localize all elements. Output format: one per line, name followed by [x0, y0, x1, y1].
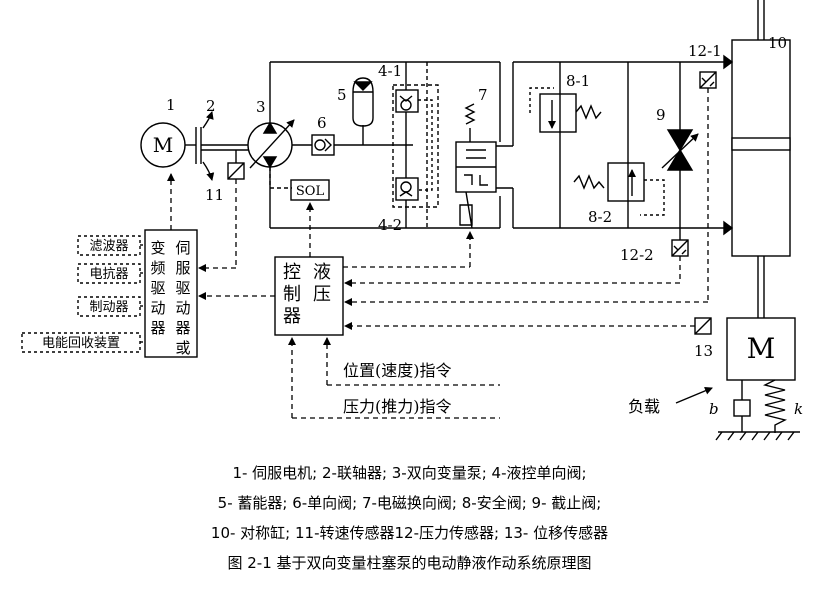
- reactor-label: 电抗器: [89, 267, 128, 282]
- ctrl-char: 压: [313, 284, 331, 305]
- label-12-1: 12-1: [688, 42, 722, 60]
- motor-letter: M: [153, 133, 173, 157]
- ctrl-char: 控: [283, 262, 301, 283]
- sol-label: SOL: [296, 184, 325, 199]
- label-9: 9: [656, 106, 666, 124]
- vfd-char: 频: [150, 259, 165, 277]
- servo-drive-char: 器: [175, 319, 190, 337]
- reactor-box: [77, 263, 141, 284]
- label-12-2: 12-2: [620, 246, 654, 264]
- vfd-char: 器: [150, 319, 165, 337]
- filter-box: [77, 235, 141, 256]
- brake-box: [77, 296, 141, 317]
- ctrl-char: 液: [313, 262, 331, 283]
- label-5: 5: [337, 86, 347, 104]
- ehsa-schematic: 1 2 3 4-1 4-2 5 6 7 8-1 8-2 9 10 11 12-1…: [21, 0, 803, 441]
- filter-label: 滤波器: [89, 239, 128, 254]
- energy-recovery-label: 电能回收装置: [42, 336, 120, 351]
- servo-drive-char: 或: [175, 339, 190, 357]
- accumulator-5: [352, 77, 374, 127]
- label-7: 7: [478, 86, 488, 104]
- label-8-1: 8-1: [566, 72, 590, 90]
- label-10: 10: [768, 34, 787, 52]
- caption-line-3: 10- 对称缸; 11-转速传感器12-压力传感器; 13- 位移传感器: [210, 524, 609, 542]
- load-letter: M: [747, 332, 776, 365]
- load-mass: [726, 317, 796, 381]
- label-k: k: [794, 400, 803, 418]
- label-3: 3: [256, 98, 266, 116]
- spring-k: [762, 379, 788, 433]
- ctrl-char: 器: [283, 306, 301, 327]
- vfd-char: 变: [150, 239, 165, 257]
- vfd-char: 驱: [150, 279, 165, 297]
- brake-label: 制动器: [89, 300, 128, 315]
- ctrl-char: 制: [283, 284, 301, 305]
- servo-drive-char: 驱: [175, 279, 190, 297]
- vfd-char: 动: [150, 299, 165, 317]
- position-command: 位置(速度)指令: [343, 361, 452, 380]
- label-2: 2: [206, 97, 216, 115]
- servo-drive-char: 伺: [175, 239, 190, 257]
- relief-valve-8-2: [607, 162, 645, 202]
- servo-drive-char: 动: [175, 299, 190, 317]
- load-label: 负载: [628, 397, 660, 416]
- coupling: [195, 127, 202, 164]
- label-1: 1: [166, 96, 176, 114]
- label-13: 13: [694, 342, 713, 360]
- pilot-check-valve-4-1: [395, 89, 419, 113]
- solenoid-sol: [290, 179, 330, 201]
- stop-valve-9: [666, 129, 694, 171]
- caption-line-2: 5- 蓄能器; 6-单向阀; 7-电磁换向阀; 8-安全阀; 9- 截止阀;: [217, 494, 602, 512]
- figure-title: 图 2-1 基于双向变量柱塞泵的电动静液作动系统原理图: [227, 554, 592, 572]
- label-b: b: [709, 400, 719, 418]
- relief-valve-8-1: [539, 93, 577, 133]
- damper-b: [733, 399, 751, 417]
- label-4-2: 4-2: [378, 216, 402, 234]
- caption-line-1: 1- 伺服电机; 2-联轴器; 3-双向变量泵; 4-液控单向阀;: [232, 464, 587, 482]
- pilot-check-valve-4-2: [395, 177, 419, 201]
- label-4-1: 4-1: [378, 62, 402, 80]
- label-11: 11: [205, 186, 224, 204]
- label-6: 6: [317, 114, 327, 132]
- label-8-2: 8-2: [588, 208, 612, 226]
- servo-drive-char: 服: [175, 259, 190, 277]
- force-command: 压力(推力)指令: [343, 397, 452, 416]
